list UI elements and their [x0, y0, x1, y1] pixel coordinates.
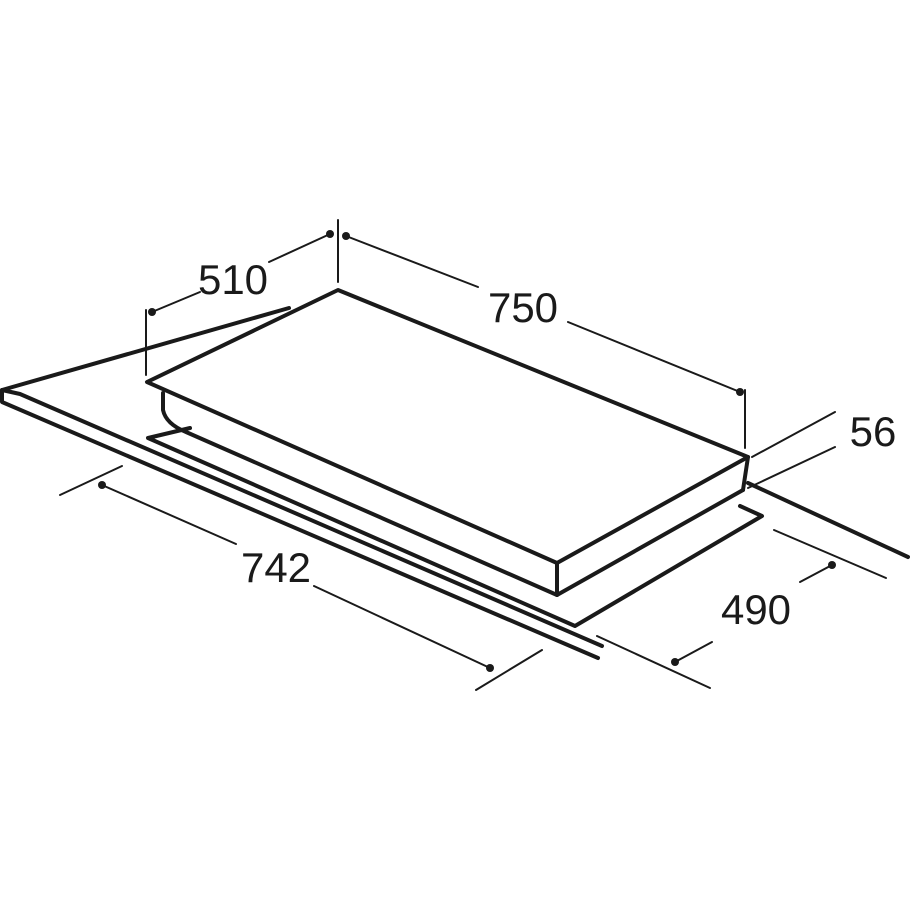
dimension-label-742: 742 — [240, 544, 312, 591]
dimension-label-510: 510 — [197, 256, 269, 303]
dimension-endpoint-510-left — [148, 308, 156, 316]
cutout-outline — [146, 426, 764, 628]
dimension-endpoint-510-right — [326, 230, 334, 238]
dimension-label-750: 750 — [487, 284, 559, 331]
dimension-endpoint-750-right — [736, 388, 744, 396]
dimension-endpoint-490-right — [828, 561, 836, 569]
dimension-endpoint-742-right — [486, 664, 494, 672]
hob-body — [145, 288, 750, 597]
dimension-line-742 — [59, 465, 543, 691]
dimension-label-56: 56 — [849, 408, 897, 455]
dimension-label-490: 490 — [720, 586, 792, 633]
dimension-line-750 — [337, 219, 746, 449]
dimension-line-510 — [145, 233, 331, 376]
dimension-endpoint-750-left — [342, 232, 350, 240]
dimension-line-56 — [747, 411, 836, 489]
dimension-endpoint-742-left — [98, 481, 106, 489]
dimension-endpoint-490-left — [671, 658, 679, 666]
dimension-line-490 — [596, 529, 887, 689]
